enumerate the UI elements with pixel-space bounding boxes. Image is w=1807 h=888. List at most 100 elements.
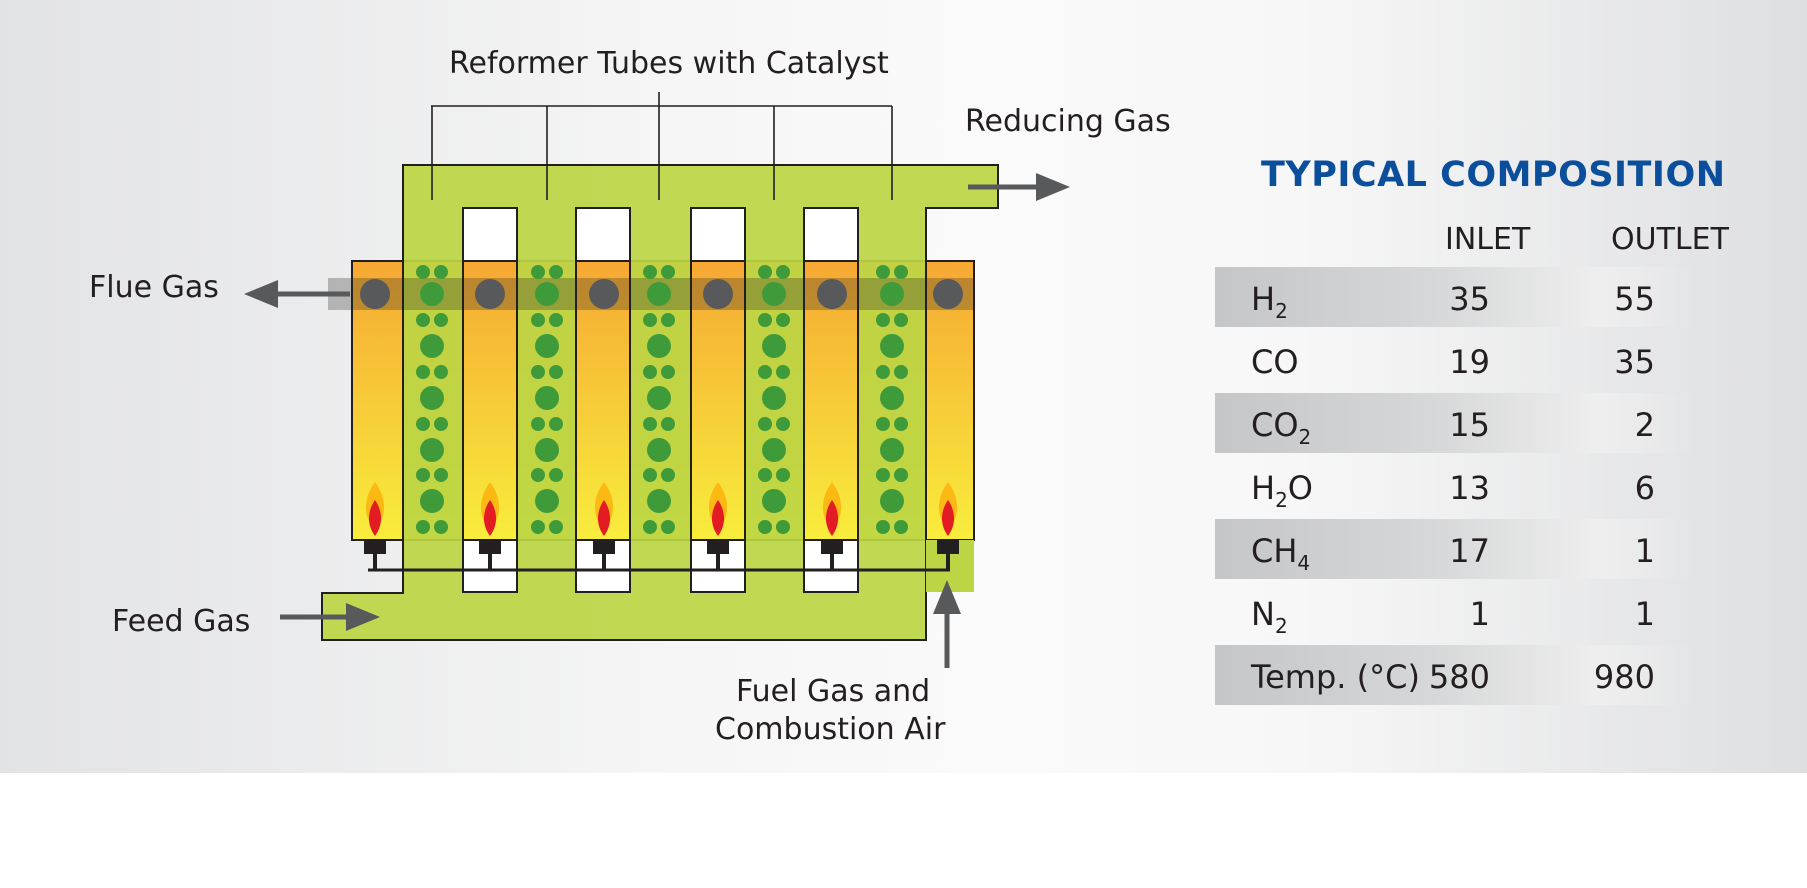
catalyst-pellet <box>880 282 904 306</box>
catalyst-pellet <box>531 417 545 431</box>
inlet-value: 19 <box>1449 343 1490 381</box>
component-name: N2 <box>1251 595 1288 638</box>
flame-inner <box>368 500 382 536</box>
burners <box>364 482 959 570</box>
inlet-value: 17 <box>1449 532 1490 570</box>
catalyst-pellet <box>758 468 772 482</box>
catalyst-pellet <box>434 365 448 379</box>
catalyst-pellet <box>535 489 559 513</box>
catalyst-pellet <box>776 265 790 279</box>
catalyst-pellet <box>643 417 657 431</box>
burner-nozzle <box>479 540 501 554</box>
burner-feed <box>716 554 720 570</box>
catalyst-pellets <box>416 265 908 534</box>
catalyst-pellet <box>549 417 563 431</box>
catalyst-pellet <box>876 265 890 279</box>
outlet-value: 1 <box>1634 532 1655 570</box>
feed-gas-arrow <box>280 603 380 631</box>
flame-inner <box>483 500 497 536</box>
outlet-header: OUTLET <box>1611 222 1729 257</box>
catalyst-pellet <box>531 365 545 379</box>
flame-inner <box>597 500 611 536</box>
component-name: CO2 <box>1251 406 1312 449</box>
catalyst-pellet <box>876 417 890 431</box>
inlet-value: 1 <box>1469 595 1490 633</box>
outlet-value: 1 <box>1634 595 1655 633</box>
catalyst-pellet <box>647 282 671 306</box>
burner-nozzle <box>707 540 729 554</box>
catalyst-pellet <box>647 334 671 358</box>
catalyst-pellet <box>549 265 563 279</box>
catalyst-pellet <box>894 417 908 431</box>
fuel-gas-label-line1: Fuel Gas and <box>736 674 931 709</box>
catalyst-pellet <box>776 417 790 431</box>
catalyst-pellet <box>434 265 448 279</box>
reformer-tubes-label: Reformer Tubes with Catalyst <box>449 46 889 81</box>
catalyst-pellet <box>762 489 786 513</box>
feed-gas-label: Feed Gas <box>112 604 251 639</box>
catalyst-pellet <box>776 468 790 482</box>
catalyst-pellet <box>531 520 545 534</box>
catalyst-pellet <box>531 313 545 327</box>
flue-gas-label: Flue Gas <box>89 270 219 305</box>
burner-nozzle <box>937 540 959 554</box>
catalyst-pellet <box>643 520 657 534</box>
burner-nozzle <box>364 540 386 554</box>
catalyst-pellet <box>894 520 908 534</box>
catalyst-pellet <box>758 365 772 379</box>
catalyst-pellet <box>647 489 671 513</box>
burner-nozzle <box>821 540 843 554</box>
catalyst-pellet <box>661 313 675 327</box>
flame-inner <box>825 500 839 536</box>
catalyst-pellet <box>416 520 430 534</box>
catalyst-pellet <box>880 489 904 513</box>
catalyst-pellet <box>661 468 675 482</box>
tubes-label-bracket <box>431 92 893 200</box>
catalyst-pellet <box>661 520 675 534</box>
outlet-value: 35 <box>1614 343 1655 381</box>
catalyst-pellet <box>894 468 908 482</box>
catalyst-pellet <box>535 334 559 358</box>
catalyst-pellet <box>880 334 904 358</box>
component-name: CO <box>1251 343 1299 381</box>
fuel-gas-arrow <box>933 580 961 668</box>
tube-gap-top <box>462 207 518 262</box>
catalyst-pellet <box>416 365 430 379</box>
catalyst-pellet <box>643 365 657 379</box>
flue-gas-openings <box>360 279 963 309</box>
catalyst-pellet <box>880 438 904 462</box>
catalyst-pellet <box>776 313 790 327</box>
catalyst-pellet <box>416 313 430 327</box>
catalyst-pellet <box>416 417 430 431</box>
outlet-value: 980 <box>1593 658 1655 696</box>
tube-gap-top <box>575 207 631 262</box>
tube-gap-top <box>690 207 746 262</box>
catalyst-pellet <box>876 313 890 327</box>
catalyst-pellet <box>549 468 563 482</box>
flue-opening <box>360 279 390 309</box>
catalyst-pellet <box>762 438 786 462</box>
table-row: CO 19 35 <box>1215 330 1693 390</box>
catalyst-pellet <box>535 438 559 462</box>
catalyst-pellet <box>549 365 563 379</box>
outlet-value: 2 <box>1634 406 1655 444</box>
inlet-header: INLET <box>1445 222 1531 257</box>
catalyst-pellet <box>643 468 657 482</box>
flue-opening <box>933 279 963 309</box>
burner-nozzle <box>593 540 615 554</box>
burner-feed <box>488 554 492 570</box>
inlet-value: 580 <box>1428 658 1490 696</box>
catalyst-pellet <box>535 386 559 410</box>
catalyst-pellet <box>420 334 444 358</box>
flame-inner <box>711 500 725 536</box>
flue-opening <box>703 279 733 309</box>
catalyst-pellet <box>647 438 671 462</box>
catalyst-pellet <box>776 365 790 379</box>
flue-opening <box>589 279 619 309</box>
flame-inner <box>941 500 955 536</box>
catalyst-pellet <box>894 365 908 379</box>
tube-gaps <box>462 207 975 593</box>
burner-feed <box>946 554 950 570</box>
